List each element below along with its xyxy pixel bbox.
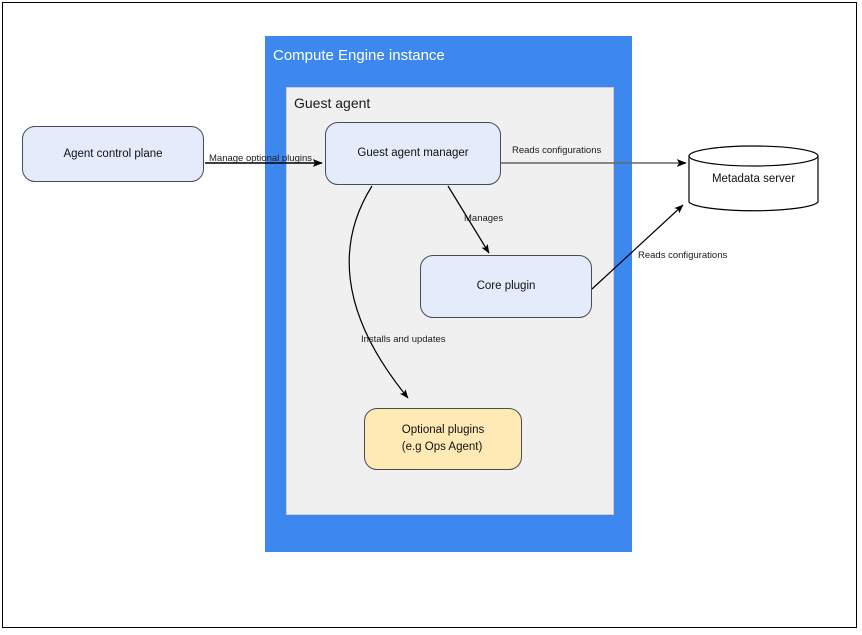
node-metadata-server[interactable]: Metadata server — [688, 145, 819, 213]
guest-agent-label: Guest agent — [294, 95, 371, 111]
canvas-border — [2, 2, 857, 628]
node-core-plugin-label: Core plugin — [476, 280, 536, 292]
node-metadata-server-label: Metadata server — [711, 173, 796, 185]
node-optional-plugins-label-line1: Optional plugins — [401, 424, 485, 436]
node-agent-control-plane-label: Agent control plane — [63, 147, 163, 160]
node-optional-plugins-label-line2: (e.g Ops Agent) — [401, 441, 483, 453]
node-optional-plugins-label: Optional plugins (e.g Ops Agent) — [402, 422, 484, 456]
node-agent-control-plane[interactable]: Agent control plane — [22, 126, 204, 182]
cylinder-shape-icon — [688, 145, 819, 212]
node-metadata-server-label-wrap: Metadata server — [688, 145, 819, 213]
edge-label-manage-optional-plugins: Manage optional plugins — [209, 153, 312, 164]
edge-label-installs-and-updates: Installs and updates — [361, 334, 446, 345]
compute-engine-instance-label: Compute Engine instance — [273, 47, 445, 64]
node-optional-plugins[interactable]: Optional plugins (e.g Ops Agent) — [364, 408, 522, 470]
node-core-plugin[interactable]: Core plugin — [420, 255, 592, 318]
edge-label-manages: Manages — [464, 213, 504, 224]
node-guest-agent-manager[interactable]: Guest agent manager — [325, 122, 501, 185]
edge-label-reads-configurations-primary: Reads configurations — [512, 145, 602, 156]
edge-label-reads-configurations-secondary: Reads configurations — [638, 250, 728, 261]
node-guest-agent-manager-label: Guest agent manager — [357, 147, 469, 159]
